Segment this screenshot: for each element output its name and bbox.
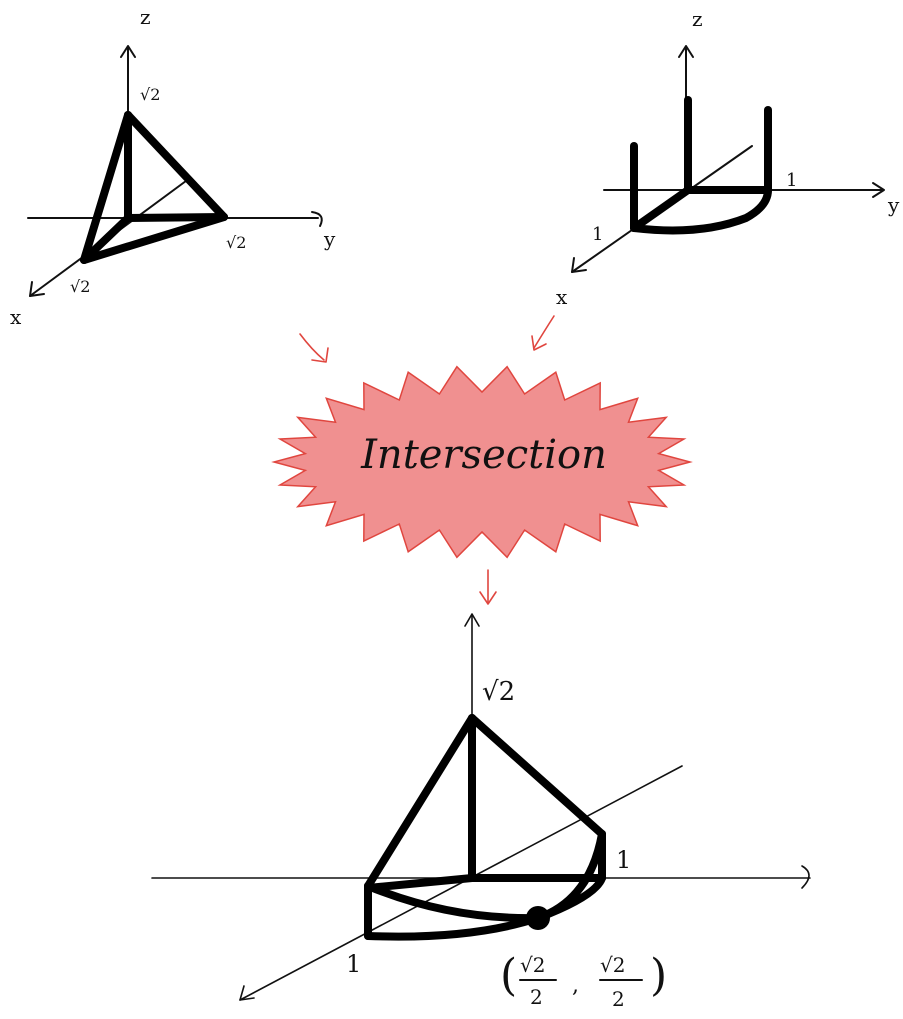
arrow-left-to-burst [299, 333, 325, 361]
arrow-right-to-burst [533, 315, 555, 349]
b-intersection-point [526, 906, 550, 930]
b-point-comma: , [572, 973, 579, 998]
tr-axis-x-label: x [556, 285, 568, 309]
tl-edge-origin-y [124, 213, 228, 222]
arrow-right-head [531, 335, 547, 351]
tr-y-arrowhead [872, 182, 885, 198]
intersection-burst: Intersection [271, 365, 693, 559]
b-point-open-paren: ( [500, 950, 517, 1001]
b-tick-x: 1 [346, 950, 361, 978]
b-edge-apex-x [364, 714, 476, 890]
burst-shape [271, 365, 693, 559]
b-x-arrowhead [239, 985, 255, 1001]
b-point-close-paren: ) [650, 950, 667, 1001]
arrow-left-head [311, 347, 329, 363]
tl-edge-z-y [124, 111, 228, 221]
tr-tick-y: 1 [786, 170, 797, 191]
bottom-diagram: √2 1 1 ( √2 2 , √2 2 ) [151, 613, 811, 1011]
top-right-diagram: z y x 1 1 [556, 7, 900, 309]
tl-tick-x: √2 [70, 277, 90, 296]
tl-tick-z: √2 [140, 85, 160, 104]
b-y-arrowhead [801, 865, 810, 889]
red-arrows [299, 315, 555, 605]
tr-axis-z-label: z [692, 7, 703, 31]
tl-edge-x-y [80, 213, 228, 264]
b-z-arrowhead [464, 613, 480, 627]
tl-axis-z-label: z [140, 5, 151, 29]
b-base-arc [364, 874, 606, 941]
b-point-label: ( √2 2 , √2 2 ) [500, 950, 667, 1011]
top-left-diagram: z y x √2 √2 √2 [10, 5, 336, 329]
tl-tick-y: √2 [226, 233, 246, 252]
tr-base-x [630, 186, 692, 232]
tl-x-arrowhead [29, 281, 45, 297]
tr-axis-y-label: y [887, 193, 900, 217]
b-tick-z: √2 [482, 677, 515, 707]
tl-edge-origin-x [80, 214, 132, 264]
b-point-num1: √2 [520, 953, 545, 977]
burst-label: Intersection [360, 432, 607, 478]
b-edge-apex-y [468, 714, 606, 838]
tr-base-arc [630, 186, 772, 235]
tl-axis-x-label: x [10, 305, 22, 329]
tl-edge-z-x [80, 111, 132, 264]
tr-z-arrowhead [678, 45, 694, 58]
b-upper-arc [364, 882, 542, 923]
tl-axis-y-label: y [323, 227, 336, 251]
b-point-den2: 2 [612, 987, 625, 1011]
tl-z-arrowhead [120, 45, 136, 58]
b-point-num2: √2 [600, 953, 625, 977]
tr-tick-x: 1 [592, 224, 603, 245]
tr-x-arrowhead [571, 257, 587, 273]
b-tick-y: 1 [616, 846, 631, 874]
b-point-den1: 2 [530, 985, 543, 1009]
tl-y-arrowhead [311, 211, 323, 227]
arrow-down-head [479, 591, 497, 605]
b-edge-origin-x [364, 874, 476, 892]
